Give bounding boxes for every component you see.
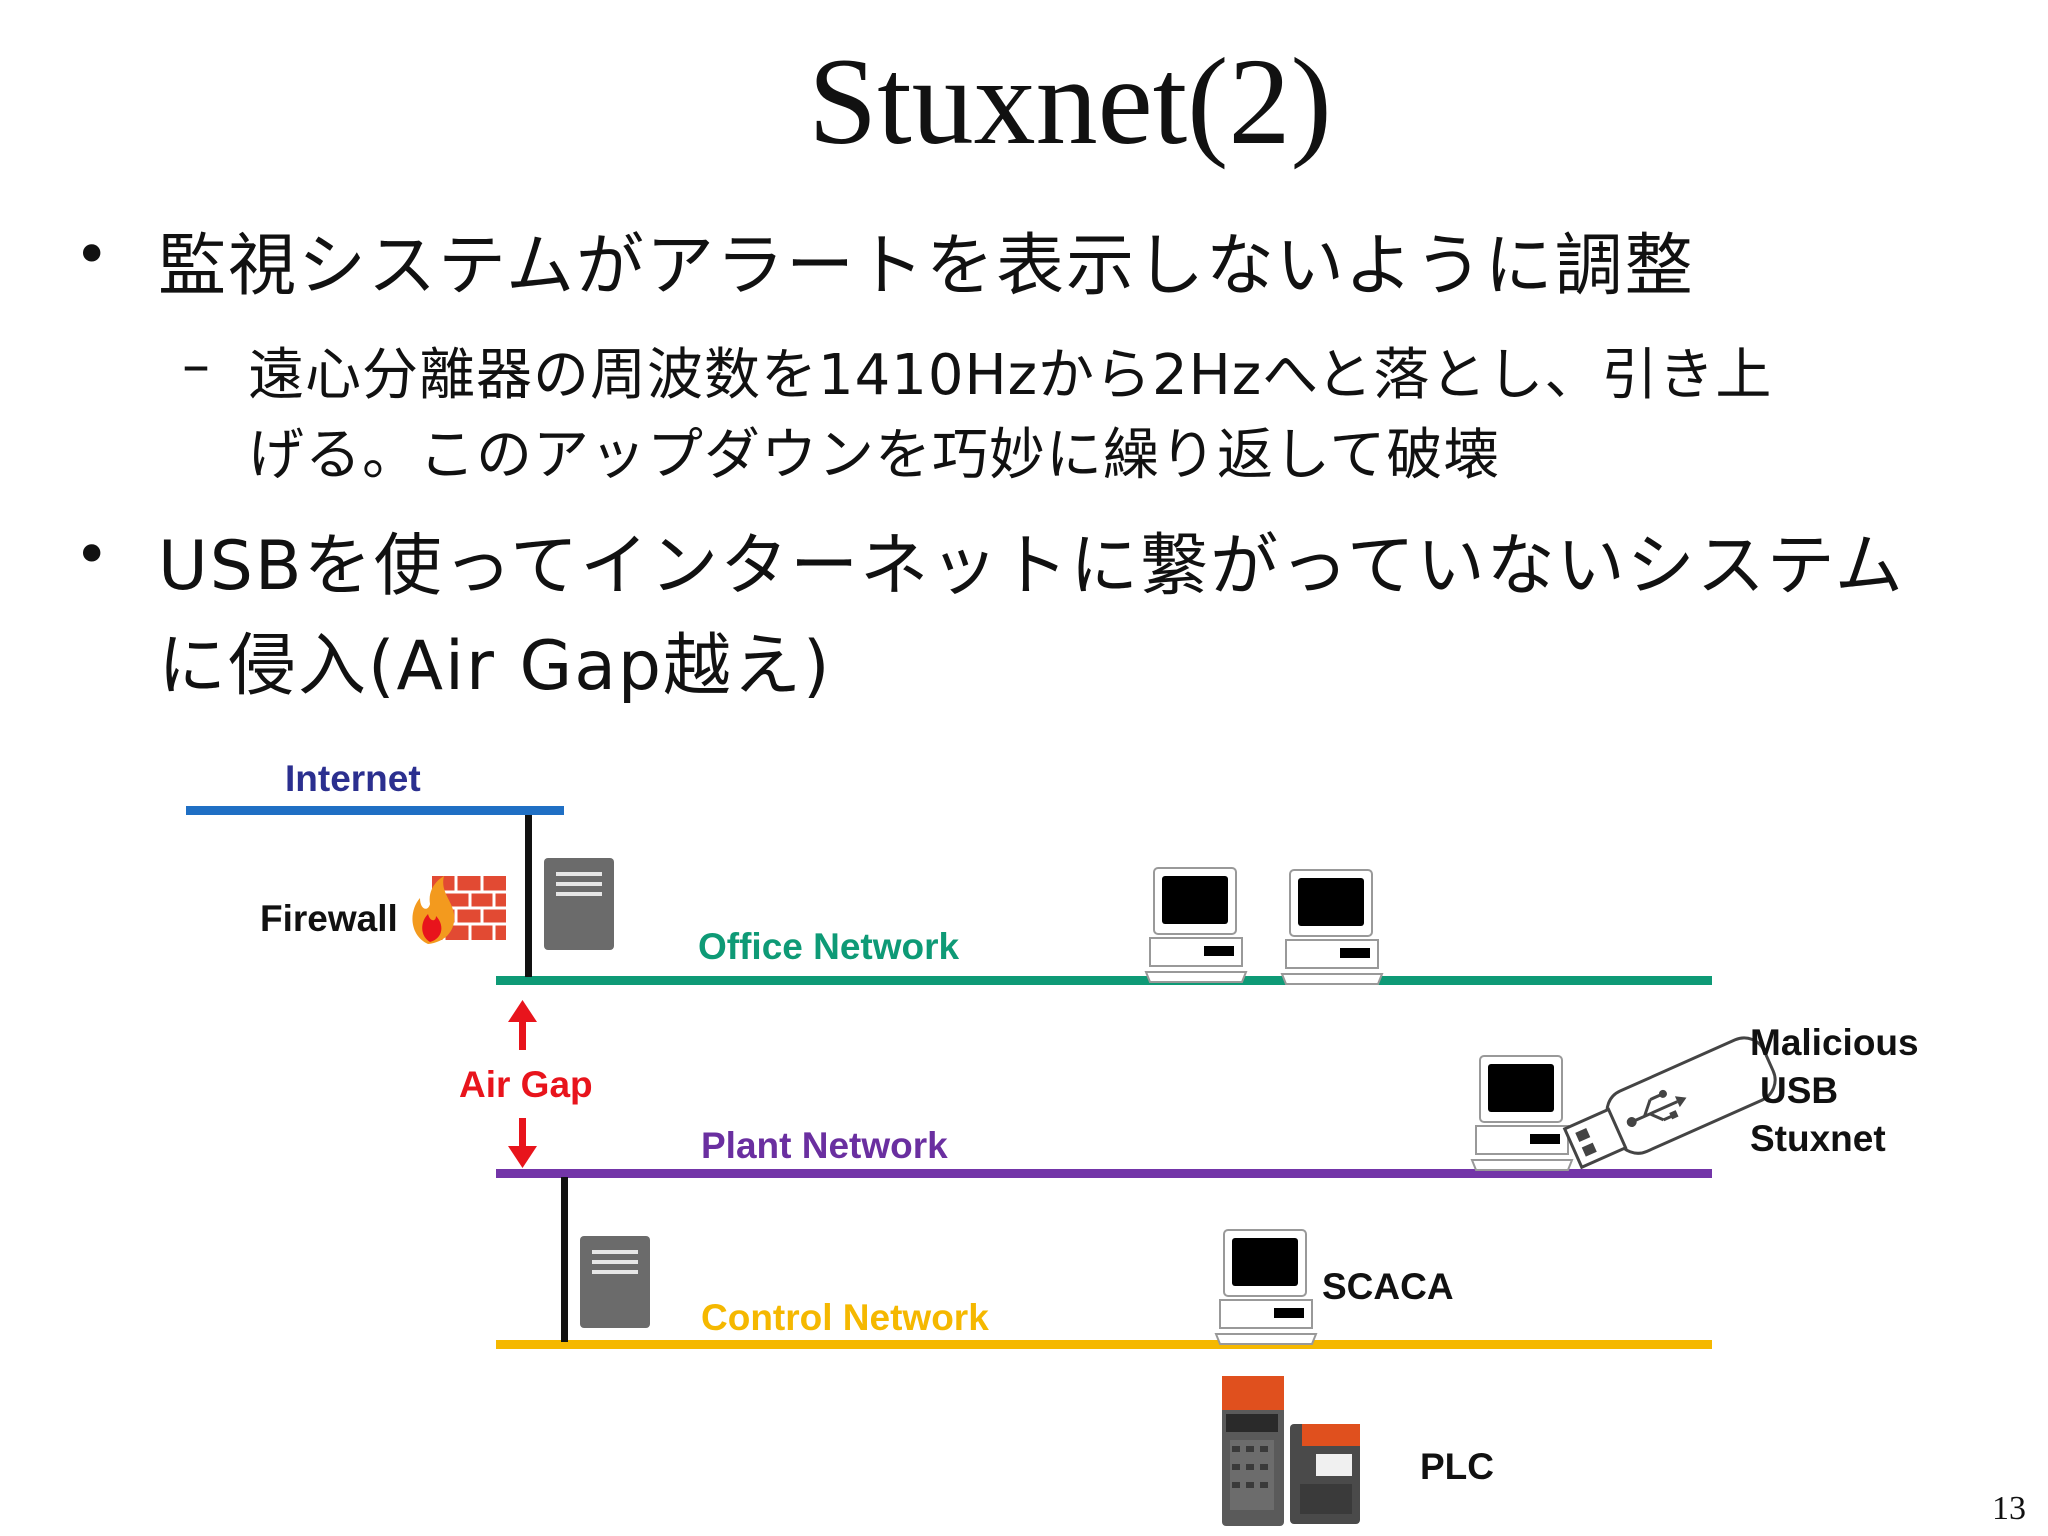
arrow-down-icon [508, 1118, 537, 1168]
server-icon [580, 1236, 650, 1328]
control-link [561, 1177, 568, 1342]
firewall-label: Firewall [260, 898, 398, 939]
plant-network-line [496, 1169, 1712, 1178]
computer-icon [1144, 867, 1248, 983]
flame-icon [412, 876, 455, 944]
bullet-2-line-2: に侵入(Air Gap越え) [158, 627, 832, 706]
page-number: 13 [1992, 1490, 2026, 1527]
bullet-dot: • [74, 520, 110, 590]
arrow-up-icon [508, 1000, 537, 1050]
sub-bullet-line-2: げる。このアップダウンを巧妙に繰り返して破壊 [248, 423, 1501, 488]
slide-title: Stuxnet(2) [808, 33, 1332, 170]
plc-device-icon [1222, 1376, 1284, 1526]
control-network-line [496, 1340, 1712, 1349]
internet-label: Internet [285, 758, 421, 799]
computer-icon [1280, 869, 1384, 985]
bullet-dot: • [74, 220, 110, 290]
office-network-line [496, 976, 1712, 985]
computer-icon [1470, 1055, 1574, 1171]
internet-line [186, 806, 564, 815]
malicious-usb-label-1: Malicious [1750, 1022, 1919, 1063]
air-gap-label: Air Gap [459, 1064, 593, 1105]
bullet-2-line-1: USBを使ってインターネットに繋がっていないシステム [158, 527, 1905, 606]
malicious-usb-label-3: Stuxnet [1750, 1118, 1886, 1159]
malicious-usb-label-2: USB [1760, 1070, 1839, 1111]
control-network-label: Control Network [701, 1297, 989, 1338]
scada-label: SCACA [1322, 1266, 1454, 1307]
plc-label: PLC [1420, 1446, 1494, 1487]
plc-device-icon [1290, 1424, 1360, 1524]
sub-bullet-dash: – [182, 333, 211, 398]
server-icon [544, 858, 614, 950]
firewall-link [525, 815, 532, 977]
usb-drive-icon [1562, 1036, 1777, 1170]
bullet-1-text: 監視システムがアラートを表示しないように調整 [158, 227, 1695, 306]
office-network-label: Office Network [698, 926, 960, 967]
sub-bullet-line-1: 遠心分離器の周波数を1410Hzから2Hzへと落とし、引き上 [248, 343, 1773, 408]
computer-icon [1214, 1229, 1318, 1345]
plant-network-label: Plant Network [701, 1125, 948, 1166]
